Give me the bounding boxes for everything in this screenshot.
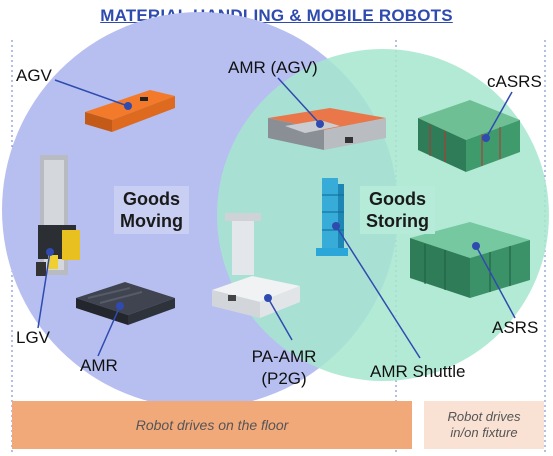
connector-amr — [97, 302, 124, 357]
floor-band: Robot drives on the floor — [12, 401, 412, 449]
connector-casrs — [482, 91, 513, 142]
amr-shuttle-image — [316, 178, 348, 256]
label-amr-agv: AMR (AGV) — [228, 58, 318, 77]
connector-amr-agv — [277, 77, 324, 128]
goods-moving-label: Goods Moving — [114, 186, 189, 234]
casrs-structure-image — [418, 100, 520, 172]
label-pa-amr-line2: (P2G) — [261, 369, 307, 388]
fixture-band-line1: Robot drives — [447, 409, 521, 424]
goods-moving-line1: Goods — [123, 189, 180, 209]
connector-lgv — [37, 248, 54, 329]
goods-storing-line2: Storing — [366, 211, 429, 231]
label-pa-amr-line1: PA-AMR — [251, 347, 317, 366]
label-agv: AGV — [16, 66, 52, 85]
goods-moving-line2: Moving — [120, 211, 183, 231]
label-asrs: ASRS — [492, 318, 539, 337]
asrs-structure-image — [410, 222, 530, 298]
goods-storing-label: Goods Storing — [360, 186, 435, 234]
floor-band-text: Robot drives on the floor — [135, 417, 289, 433]
connector-amr-shuttle — [332, 222, 421, 359]
fixture-band: Robot drives in/on fixture — [424, 401, 544, 449]
lgv-forklift-image — [36, 155, 80, 276]
connector-asrs — [472, 242, 516, 319]
label-amr: AMR — [80, 356, 118, 375]
connector-agv — [54, 79, 132, 110]
amr-agv-robot-image — [268, 108, 386, 150]
label-pa-amr: PA-AMR (P2G) — [248, 346, 320, 390]
label-lgv: LGV — [16, 328, 51, 347]
goods-storing-line1: Goods — [369, 189, 426, 209]
connector-pa-amr — [264, 294, 293, 341]
pa-amr-robot-image — [212, 213, 300, 318]
fixture-band-line2: in/on fixture — [450, 425, 518, 440]
label-amr-shuttle: AMR Shuttle — [370, 362, 466, 381]
label-casrs: cASRS — [487, 72, 542, 91]
